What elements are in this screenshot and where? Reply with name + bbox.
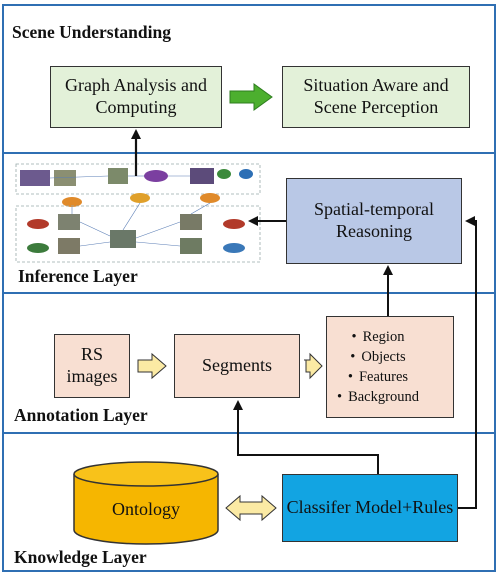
segments-box: Segments xyxy=(174,334,300,398)
knowledge-layer-title: Knowledge Layer xyxy=(14,547,147,567)
annotation-outputs-list: Region Objects Features Background xyxy=(337,327,419,407)
bullet-background: Background xyxy=(337,387,419,407)
classifier-box: Classifer Model+Rules xyxy=(282,474,458,542)
inference-layer-panel xyxy=(2,152,496,294)
annotation-outputs-box: Region Objects Features Background xyxy=(326,316,454,418)
bullet-region: Region xyxy=(337,327,419,347)
spatial-temporal-reasoning-box: Spatial-temporal Reasoning xyxy=(286,178,462,264)
scene-graph-thumbnail xyxy=(10,158,266,266)
rs-images-box: RS images xyxy=(54,334,130,398)
situation-aware-box: Situation Aware and Scene Perception xyxy=(282,66,470,128)
annotation-layer-panel xyxy=(2,292,496,434)
scene-understanding-panel xyxy=(2,4,496,154)
graph-analysis-box: Graph Analysis and Computing xyxy=(50,66,222,128)
inference-layer-title: Inference Layer xyxy=(18,266,138,286)
ontology-cylinder xyxy=(73,461,219,545)
bullet-features: Features xyxy=(337,367,419,387)
bullet-objects: Objects xyxy=(337,347,419,367)
scene-understanding-title: Scene Understanding xyxy=(12,22,171,42)
ontology-label: Ontology xyxy=(111,499,180,520)
annotation-layer-title: Annotation Layer xyxy=(14,405,148,425)
